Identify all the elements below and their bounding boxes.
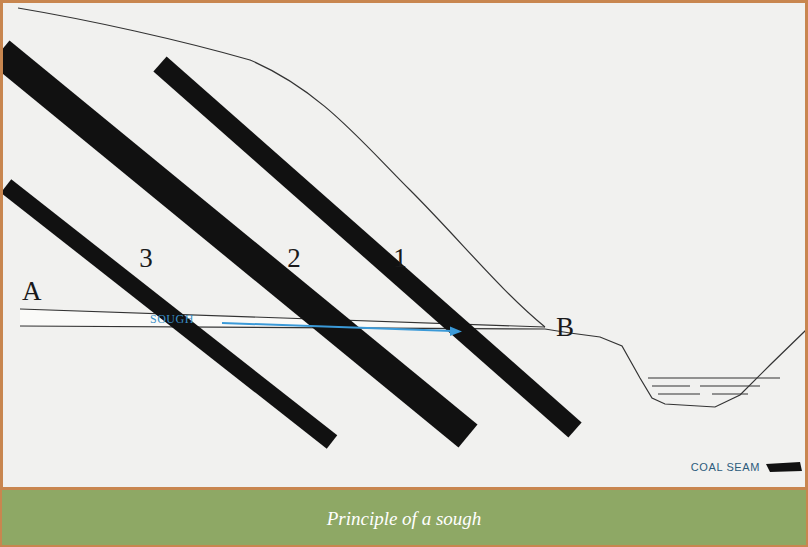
- sough-label: SOUGH: [150, 313, 194, 325]
- seam-number: 3: [139, 245, 153, 272]
- coal-seam-1: [160, 64, 575, 430]
- point-letter: B: [556, 314, 574, 341]
- legend-text: COAL SEAM: [691, 462, 760, 473]
- water: [648, 378, 780, 394]
- coal-seam-3: [6, 186, 332, 442]
- point-letter: A: [22, 278, 42, 305]
- frame: [2, 2, 807, 489]
- caption-bar: [0, 490, 808, 547]
- caption: Principle of a sough: [327, 509, 482, 528]
- seam-number: 1: [393, 245, 407, 272]
- seam-number: 2: [287, 245, 301, 272]
- coal-seam-sample: [766, 462, 802, 472]
- flow-arrow: [222, 323, 452, 331]
- arrow-head: [450, 327, 462, 337]
